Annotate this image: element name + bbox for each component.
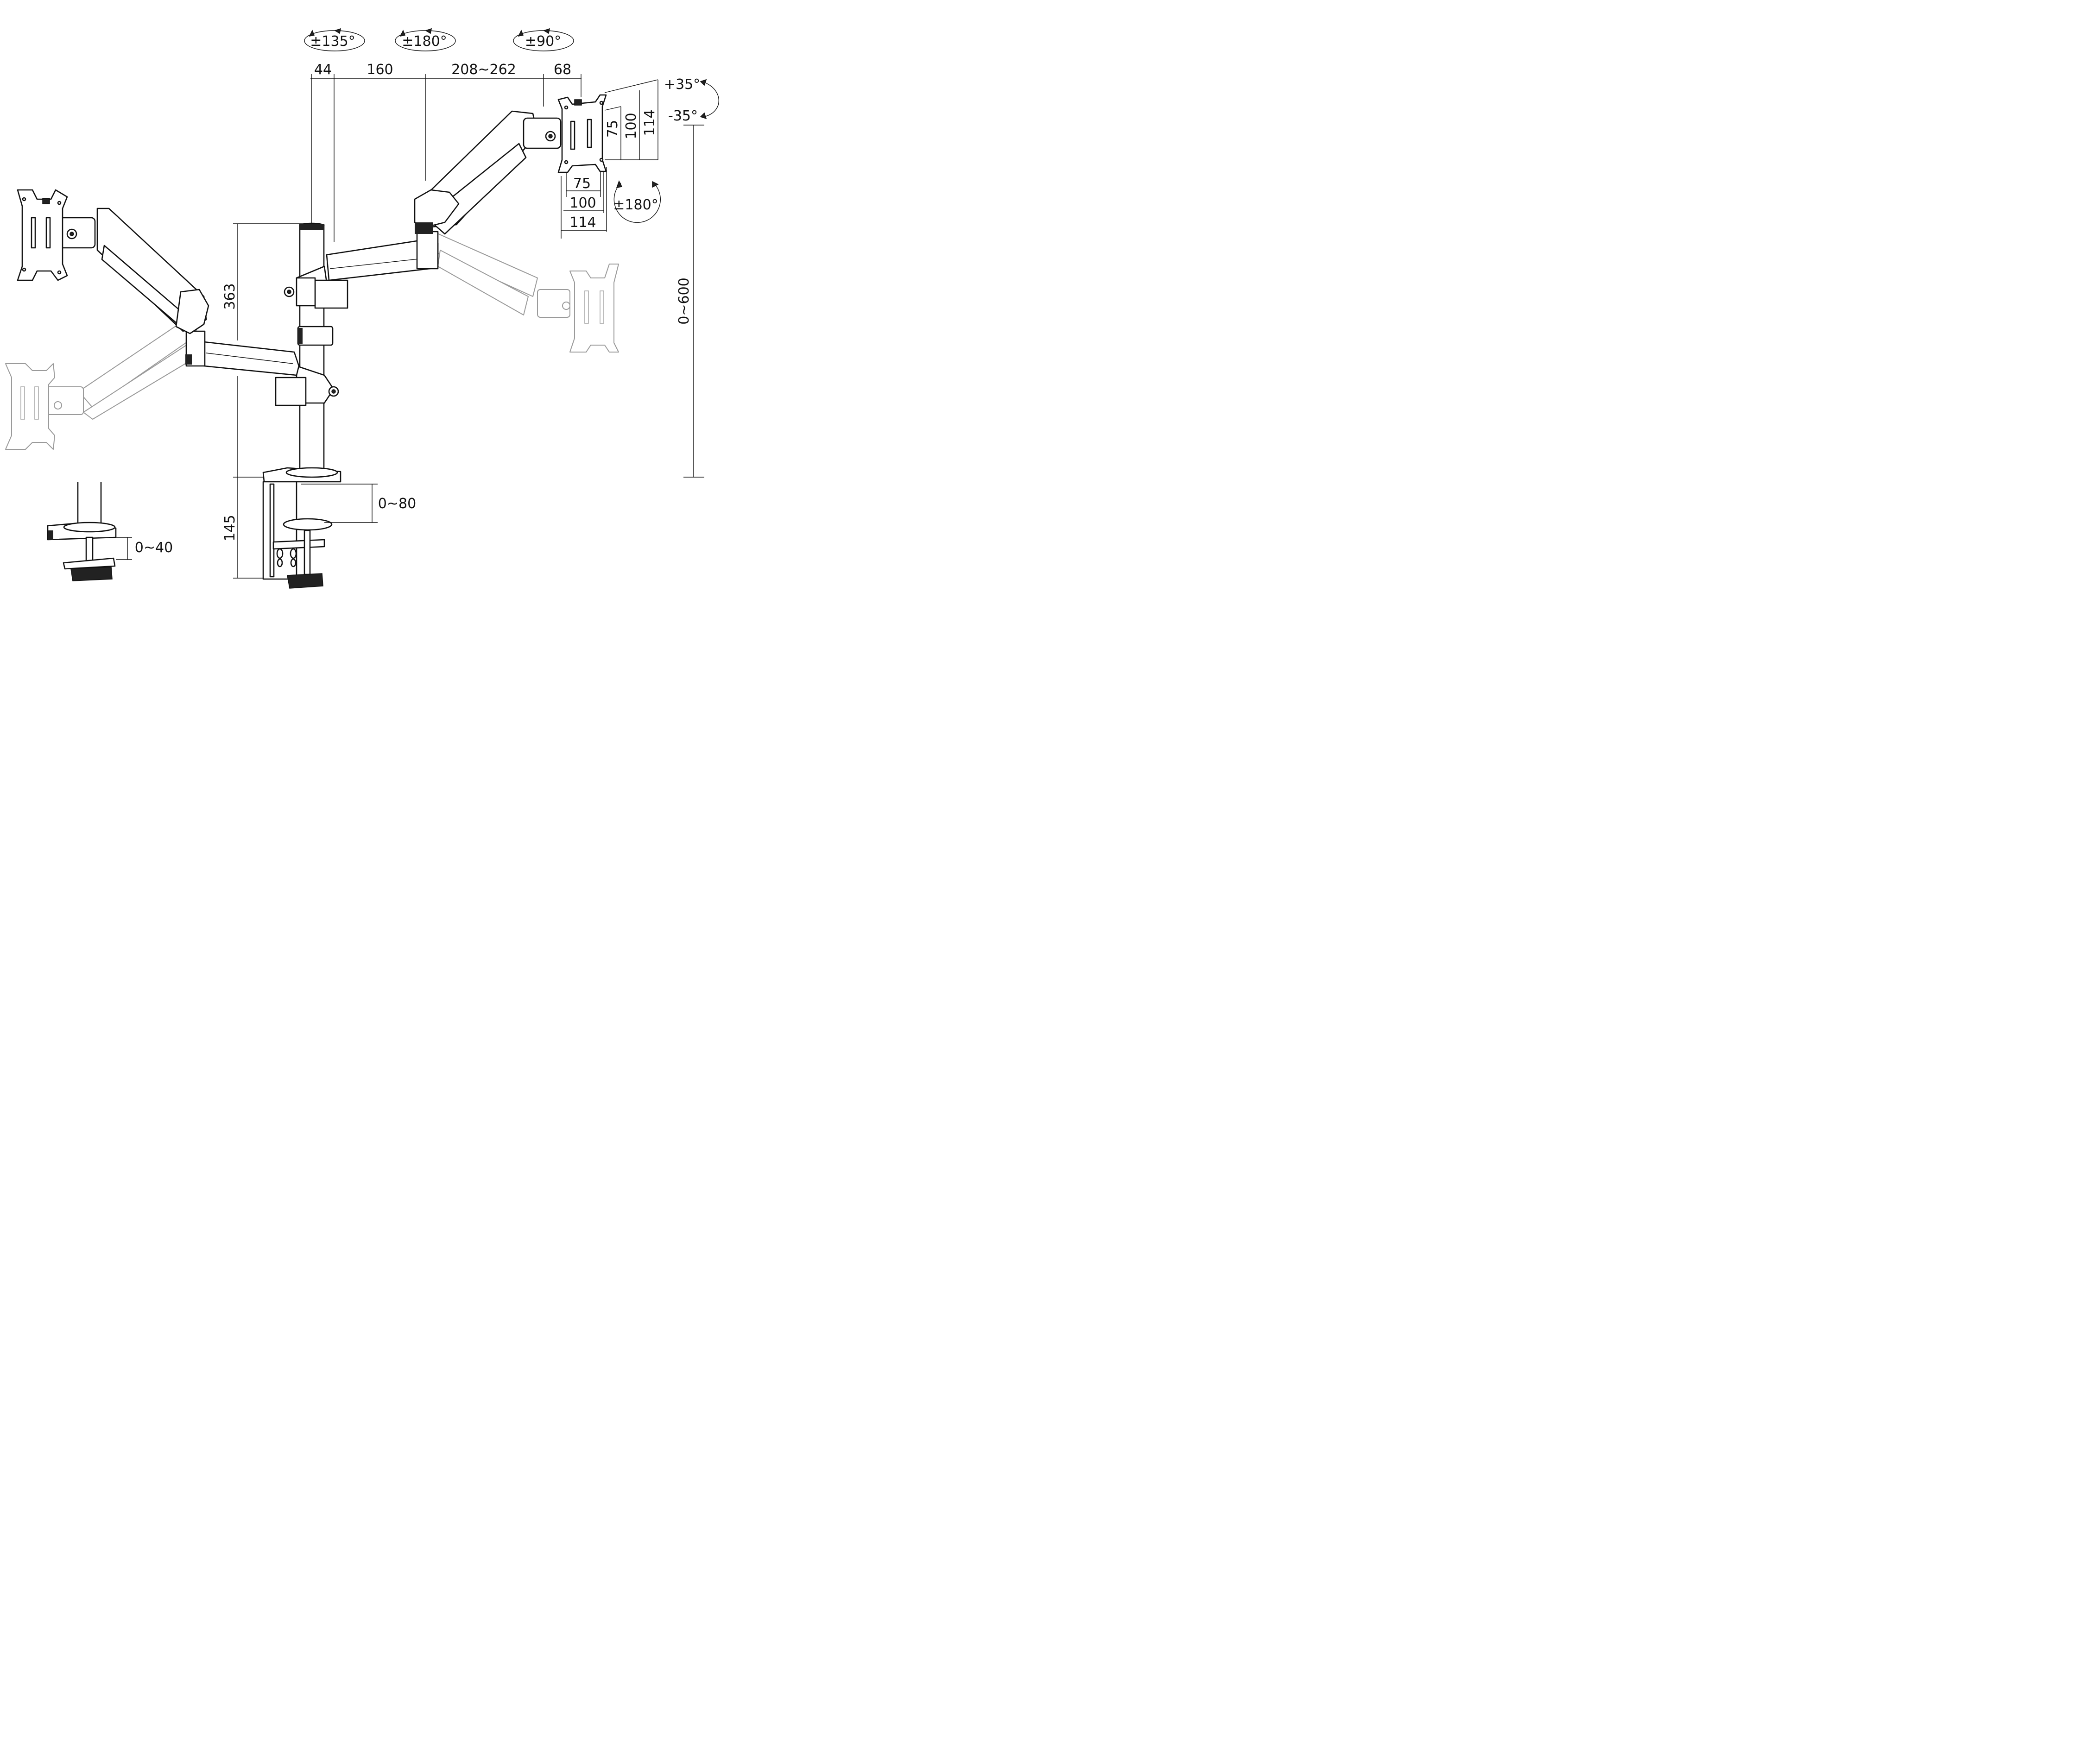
grommet-mount: 0~40 (47, 482, 173, 581)
dim-head: 68 (554, 62, 571, 78)
vesa-dimensions: 75 100 114 75 100 114 (561, 79, 658, 239)
rotation-arm-mid: ±180° (395, 28, 456, 51)
rotation-arrow-icon (518, 30, 524, 37)
pole-height-dimension: 363 145 (222, 223, 303, 579)
tilt-arrow-icon (700, 112, 707, 120)
desk-clamp: 0~80 (262, 467, 416, 589)
dim-pole-section: 363 (222, 283, 238, 309)
rotation-arm-base: ±135° (304, 28, 365, 51)
rotation-label: ±180° (402, 33, 447, 50)
tilt-annotation: +35° -35° (664, 76, 719, 124)
vesa-rotation-label: ±180° (613, 197, 658, 213)
diagram-canvas: ±135° ±180° ±90° 44 160 208~262 68 +35° … (5, 28, 719, 589)
tilt-up-label: +35° (664, 76, 700, 93)
tilt-down-label: -35° (668, 108, 698, 124)
dim-clamp-height: 145 (222, 515, 238, 541)
rotation-label: ±135° (310, 33, 355, 50)
dim-grommet-range: 0~40 (135, 540, 173, 556)
tilt-arrow-icon (700, 79, 707, 86)
vesa-rotation: ±180° (613, 180, 661, 223)
dim-desk-clamp-range: 0~80 (378, 496, 416, 512)
ghost-left-monitor-position (5, 319, 200, 450)
dim-pole-offset: 44 (314, 62, 332, 78)
rotation-label: ±90° (525, 33, 561, 50)
rotation-arrow-icon (334, 28, 341, 34)
dim-lower-arm: 160 (367, 62, 393, 78)
vesa-v-114: 114 (642, 109, 658, 136)
rotation-arrow-icon (652, 181, 659, 188)
rotation-head-swivel: ±90° (513, 28, 574, 51)
vesa-h-75: 75 (573, 176, 591, 192)
upper-arm-right (284, 94, 607, 309)
rotation-arrow-icon (543, 28, 550, 34)
height-range-dimension: 0~600 (676, 125, 704, 478)
rotation-arrow-icon (616, 180, 623, 188)
rotation-arrow-icon (309, 30, 315, 37)
top-dimension-line: 44 160 208~262 68 (310, 62, 582, 242)
monitor-arm-diagram: ±135° ±180° ±90° 44 160 208~262 68 +35° … (0, 0, 723, 613)
vesa-v-100: 100 (623, 113, 639, 139)
dim-upper-arm: 208~262 (451, 62, 516, 78)
vesa-v-75: 75 (605, 120, 621, 138)
vesa-h-114: 114 (569, 214, 596, 231)
rotation-arrow-icon (399, 30, 406, 37)
vesa-h-100: 100 (569, 195, 596, 211)
ghost-right-monitor-position (430, 231, 619, 353)
lower-arm-left (17, 189, 339, 406)
mount-pole (297, 222, 334, 473)
dim-height-range: 0~600 (676, 277, 692, 324)
rotation-arrow-icon (425, 28, 432, 34)
